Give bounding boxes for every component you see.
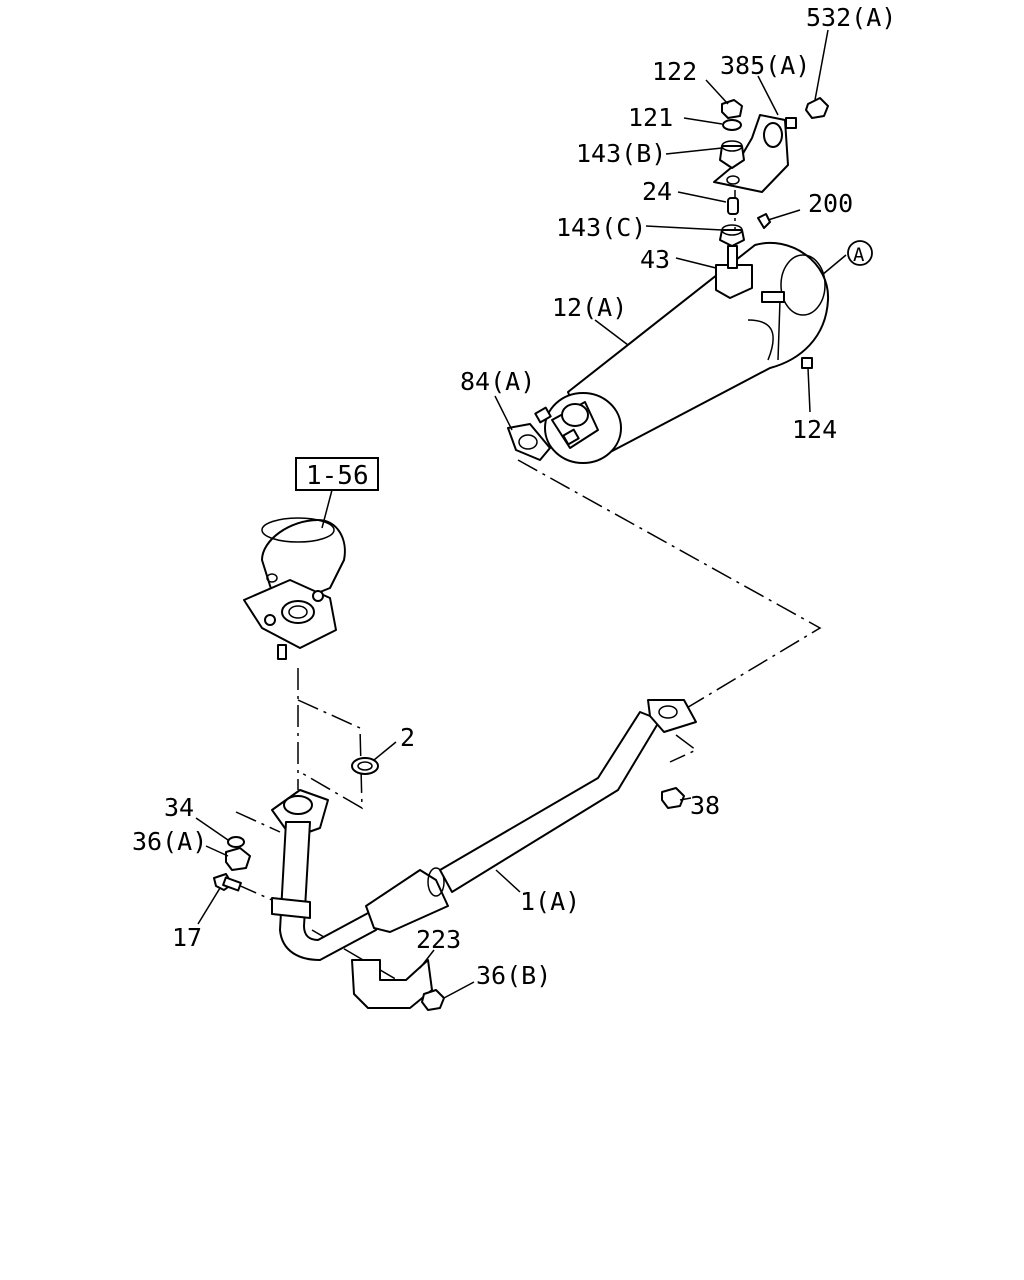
part-labels: 532(A) 122 385(A) 121 143(B) 24 200 143(… bbox=[132, 3, 896, 990]
reference-box bbox=[295, 457, 379, 491]
leader-lines bbox=[195, 29, 847, 999]
label-143c: 143(C) bbox=[556, 213, 646, 242]
silencer-assembly bbox=[534, 241, 830, 464]
label-121: 121 bbox=[628, 103, 673, 132]
front-exhaust-pipe bbox=[271, 699, 697, 961]
exhaust-manifold-1-56 bbox=[243, 517, 346, 660]
hanger-parts bbox=[713, 97, 829, 369]
gasket-84a bbox=[507, 423, 551, 461]
label-143b: 143(B) bbox=[576, 139, 666, 168]
small-hardware bbox=[213, 787, 685, 1011]
label-223: 223 bbox=[416, 925, 461, 954]
label-200: 200 bbox=[808, 189, 853, 218]
label-122: 122 bbox=[652, 57, 697, 86]
label-385a: 385(A) bbox=[720, 51, 810, 80]
circle-marker bbox=[847, 240, 873, 266]
label-124: 124 bbox=[792, 415, 837, 444]
label-36a: 36(A) bbox=[132, 827, 207, 856]
label-24: 24 bbox=[642, 177, 672, 206]
gasket-2 bbox=[351, 757, 379, 775]
bracket-223 bbox=[351, 959, 433, 1009]
circle-marker-label: A bbox=[853, 244, 865, 266]
label-38: 38 bbox=[690, 791, 720, 820]
label-84a: 84(A) bbox=[460, 367, 535, 396]
label-12a: 12(A) bbox=[552, 293, 627, 322]
label-2: 2 bbox=[400, 723, 415, 752]
label-1a: 1(A) bbox=[520, 887, 580, 916]
reference-box-label: 1-56 bbox=[306, 461, 369, 491]
label-43: 43 bbox=[640, 245, 670, 274]
label-36b: 36(B) bbox=[476, 961, 551, 990]
label-34: 34 bbox=[164, 793, 194, 822]
label-17: 17 bbox=[172, 923, 202, 952]
label-532a: 532(A) bbox=[806, 3, 896, 32]
